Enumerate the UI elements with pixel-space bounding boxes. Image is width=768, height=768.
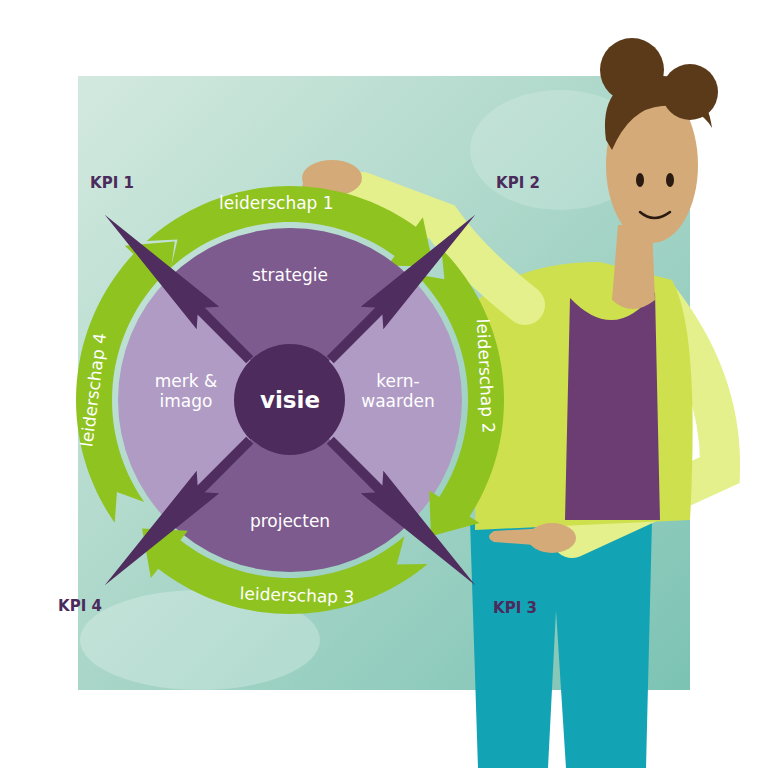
kpi-pointer-bar bbox=[327, 437, 386, 496]
kpi-pointer-head bbox=[361, 215, 476, 330]
person-hand bbox=[528, 523, 576, 553]
kpi-pointer-bar bbox=[195, 305, 254, 364]
node-shape bbox=[416, 249, 504, 536]
person-smile bbox=[640, 212, 670, 218]
kpi-label: KPI 2 bbox=[496, 174, 540, 192]
kpi-pointer-bar bbox=[195, 437, 254, 496]
quadrant-label: kern-waarden bbox=[356, 372, 440, 411]
quadrant-label: merk & imago bbox=[144, 372, 228, 411]
kpi-pointer-head bbox=[361, 471, 476, 586]
person-shirt bbox=[565, 292, 660, 520]
kpi-pointer-head bbox=[105, 471, 220, 586]
segment-label: leiderschap 3 bbox=[239, 584, 354, 608]
node-shape bbox=[168, 439, 411, 572]
kpi-pointer-bar bbox=[327, 305, 386, 364]
node-outline bbox=[167, 437, 413, 573]
kpi-label: KPI 4 bbox=[58, 597, 102, 615]
person-eye bbox=[636, 173, 644, 187]
node-shape bbox=[142, 529, 427, 614]
quadrant-label: projecten bbox=[250, 512, 330, 532]
kpi-label: KPI 1 bbox=[90, 174, 134, 192]
quadrant-label: strategie bbox=[252, 266, 328, 286]
segment-label: leiderschap 1 bbox=[219, 195, 334, 215]
person-hair bbox=[605, 76, 712, 150]
leadership-segment: leiderschap 3 bbox=[141, 527, 429, 615]
kpi-label: KPI 3 bbox=[493, 599, 537, 617]
quadrant: projecten bbox=[167, 437, 413, 573]
person-trousers bbox=[470, 520, 652, 768]
kpi-pointer-head bbox=[105, 215, 220, 330]
center-label: visie bbox=[260, 387, 320, 413]
person-eye bbox=[666, 173, 674, 187]
